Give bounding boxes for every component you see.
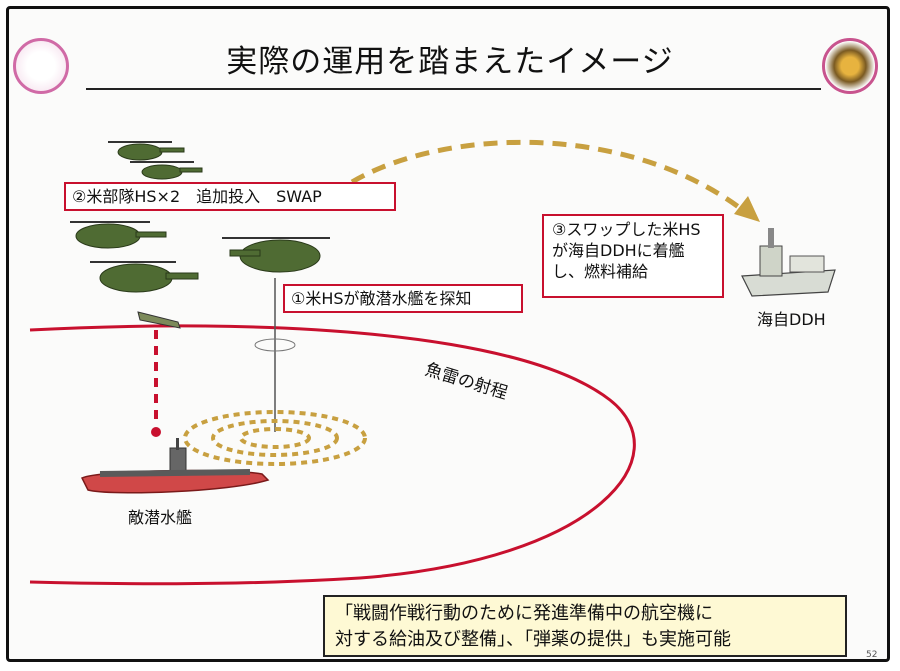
page-number: 52 xyxy=(866,650,878,660)
helicopter-icon xyxy=(130,161,203,180)
torpedo-icon xyxy=(137,311,181,329)
callout-step1-detect: ①米HSが敵潜水艦を探知 xyxy=(283,284,523,313)
swap-arrow-head-icon xyxy=(734,196,760,222)
slide-frame xyxy=(6,6,890,662)
note-box: 「戦闘作戦行動のために発進準備中の航空機に 対する給油及び整備」、「弾薬の提供」… xyxy=(323,595,847,657)
note-line-1: 「戦闘作戦行動のために発進準備中の航空機に xyxy=(335,603,713,624)
helicopter-icon xyxy=(222,237,330,273)
enemy-submarine-icon xyxy=(80,438,270,494)
jmsdf-ddh-ship-icon xyxy=(741,228,836,297)
helicopter-icon xyxy=(90,261,199,293)
torpedo-impact-dot-icon xyxy=(151,427,161,437)
sonar-rings-icon xyxy=(183,410,367,466)
emblem-right-icon xyxy=(822,38,878,94)
torpedo-range-line xyxy=(29,324,636,586)
callout-step3-refuel: ③スワップした米HSが海自DDHに着艦し、燃料補給 xyxy=(542,214,724,298)
sonar-ring-small xyxy=(254,338,296,352)
helicopter-icon xyxy=(108,141,185,161)
submarine-label: 敵潜水艦 xyxy=(128,508,193,527)
ddh-label: 海自DDH xyxy=(757,310,826,329)
jmsdf-emblem-left-icon xyxy=(13,38,69,94)
note-line-2: 対する給油及び整備」、「弾薬の提供」も実施可能 xyxy=(335,629,731,650)
title-underline xyxy=(86,88,821,90)
helicopter-group-icon xyxy=(70,141,330,293)
callout-step2-swap: ②米部隊HS×2 追加投入 SWAP xyxy=(64,182,396,211)
helicopter-icon xyxy=(70,221,167,249)
swap-arrow xyxy=(350,139,742,211)
page-title: 実際の運用を踏まえたイメージ xyxy=(226,44,674,80)
